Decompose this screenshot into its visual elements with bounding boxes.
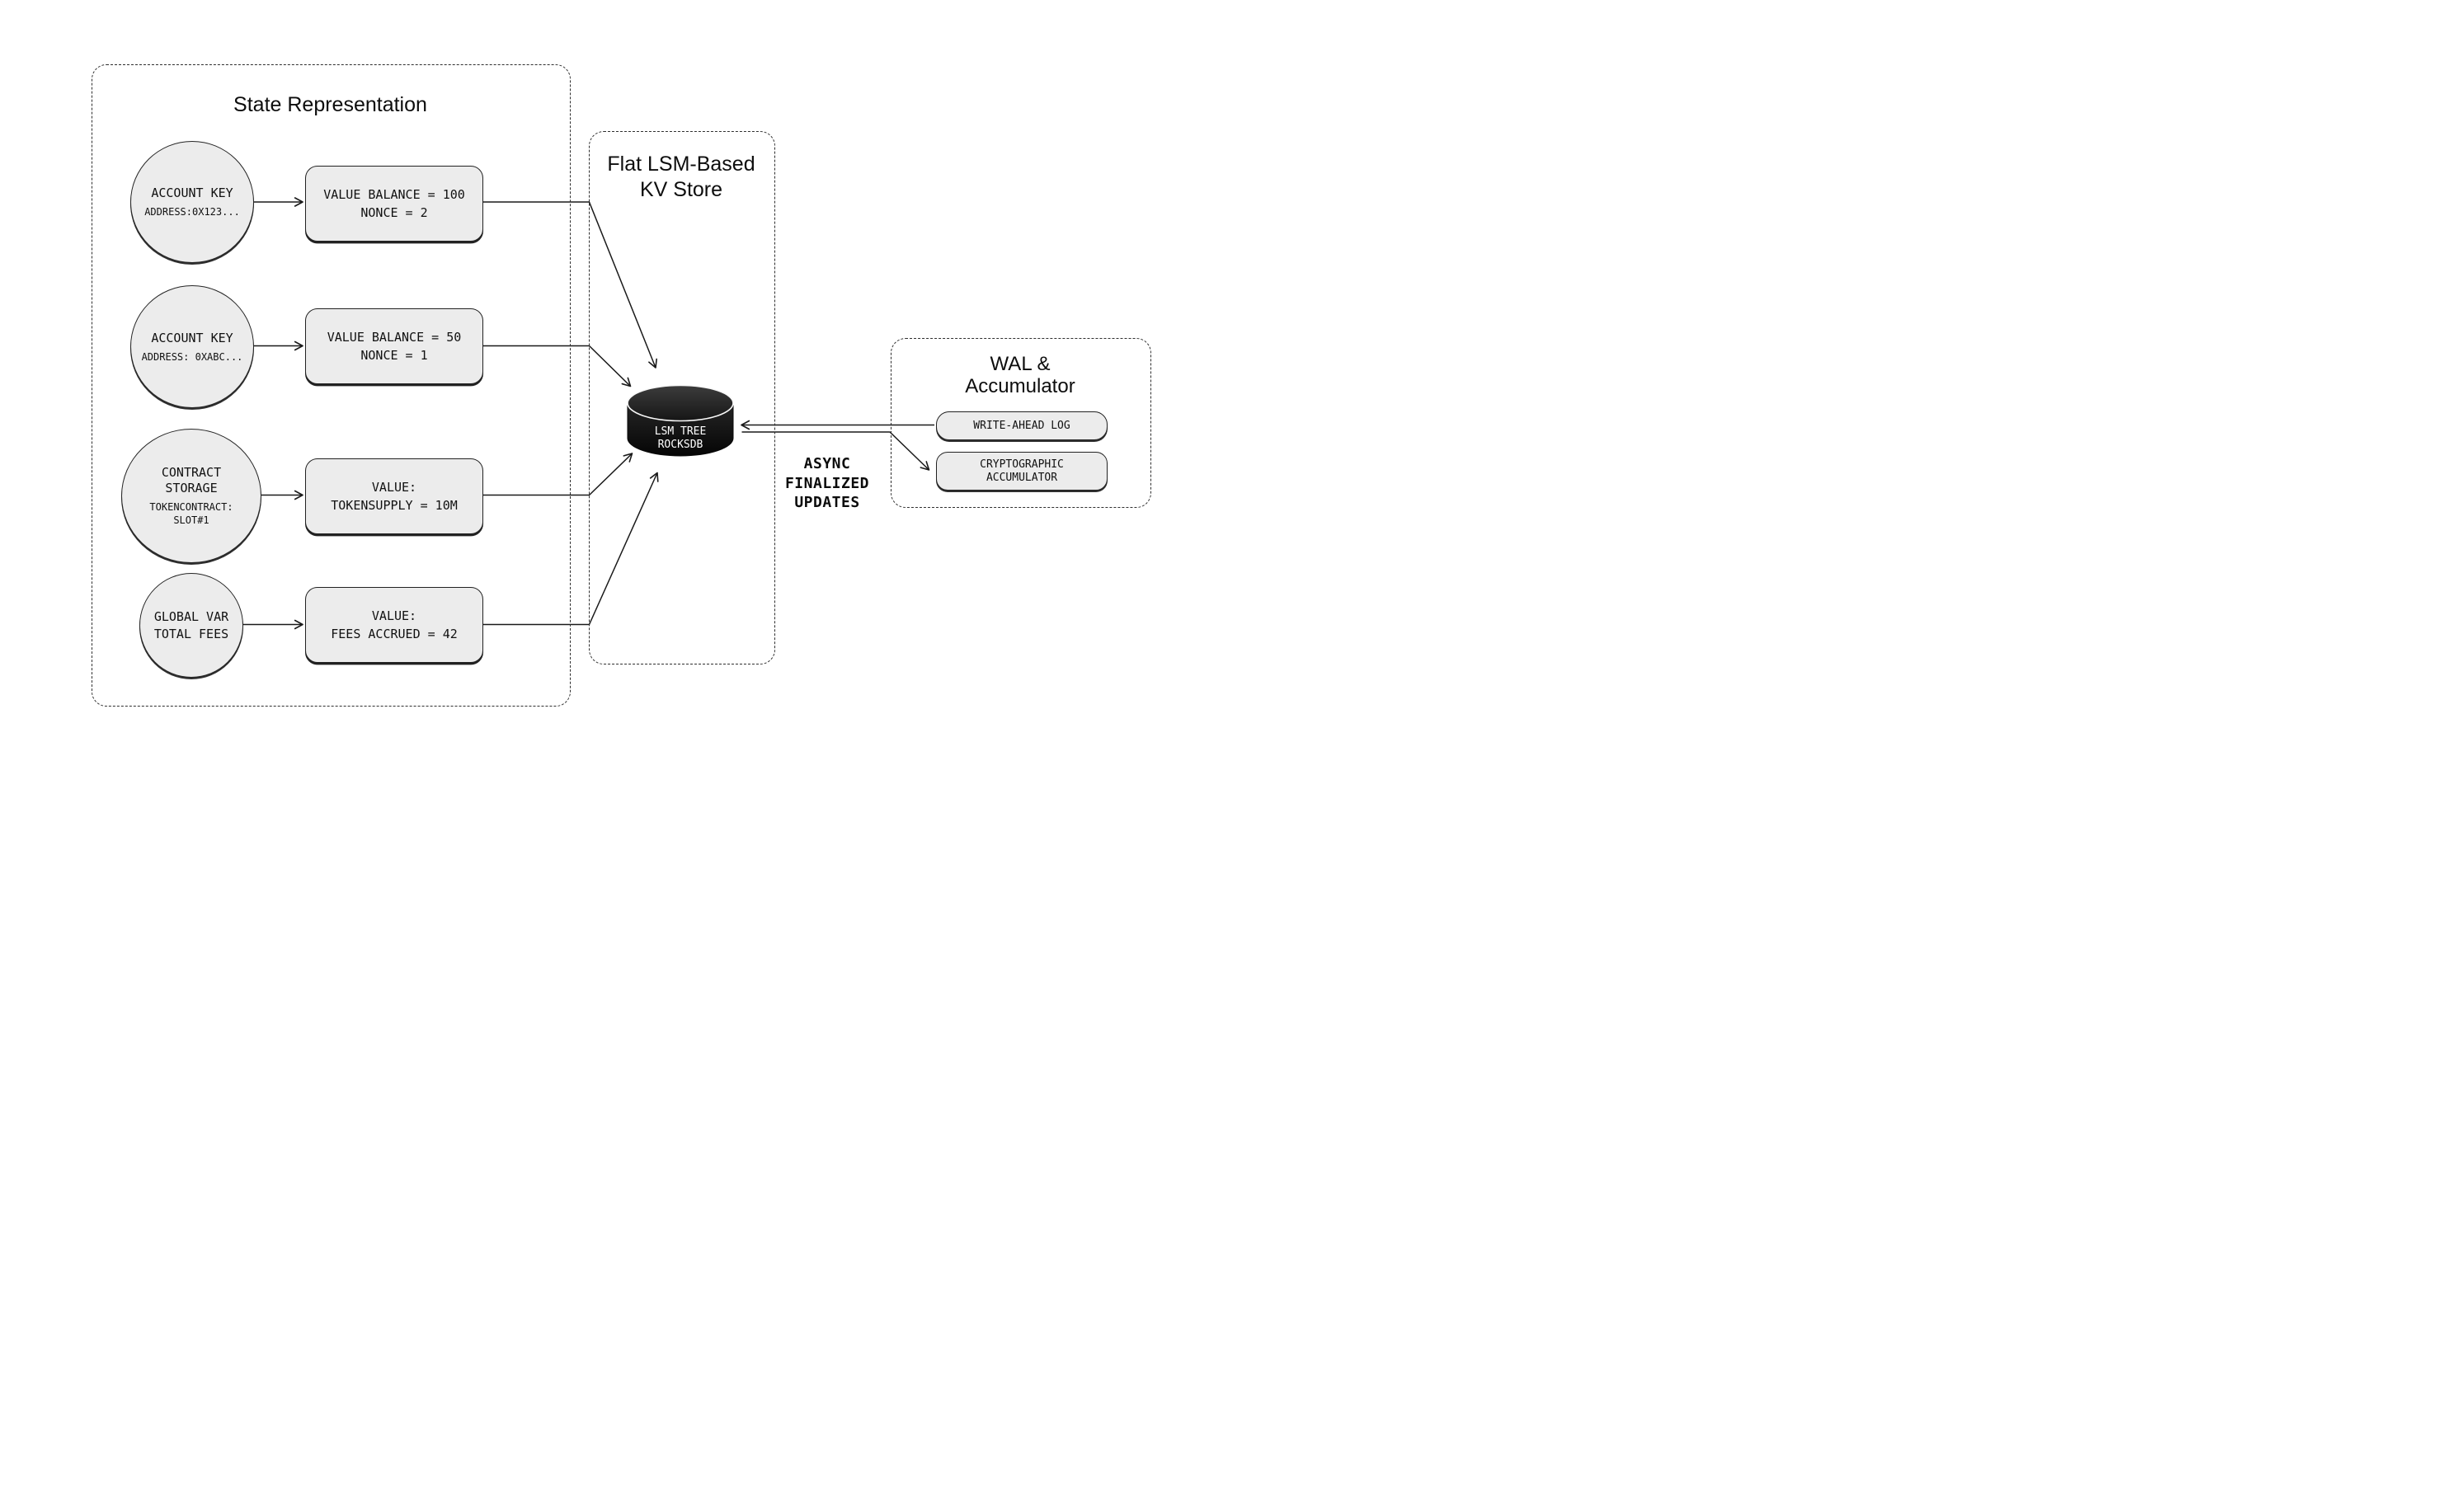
state-key-circle-account1: ACCOUNT KEY ADDRESS:0X123... xyxy=(130,141,254,263)
connector-layer xyxy=(242,197,934,630)
accumulator-line: ACCUMULATOR xyxy=(986,471,1058,484)
flow-label-line: ASYNC xyxy=(803,455,851,472)
value-line: VALUE: xyxy=(371,480,417,495)
wal-box-label: WRITE-AHEAD LOG xyxy=(973,419,1070,432)
kv-store-panel xyxy=(589,131,775,664)
async-finalized-updates-label: ASYNC FINALIZED UPDATES xyxy=(734,454,920,513)
circle-label: ACCOUNT KEY xyxy=(151,330,233,345)
kv-title-line: Flat LSM-Based xyxy=(607,153,755,176)
flow-label-line: UPDATES xyxy=(794,494,860,511)
circle-sublabel: ADDRESS:0X123... xyxy=(144,206,240,218)
circle-label: CONTRACT xyxy=(161,465,222,480)
wal-accumulator-panel xyxy=(891,338,1151,508)
cryptographic-accumulator-box: CRYPTOGRAPHIC ACCUMULATOR xyxy=(936,452,1108,491)
value-box-contract: VALUE: TOKENSUPPLY = 10M xyxy=(305,458,483,534)
value-line: FEES ACCRUED = 42 xyxy=(331,627,458,641)
value-line: VALUE: xyxy=(371,608,417,623)
circle-label: GLOBAL VAR xyxy=(153,608,229,624)
circle-label: ACCOUNT KEY xyxy=(151,185,233,200)
accumulator-line: CRYPTOGRAPHIC xyxy=(980,458,1064,471)
value-line: VALUE BALANCE = 50 xyxy=(327,330,462,345)
lsm-cylinder xyxy=(627,384,734,457)
state-panel-title: State Representation xyxy=(233,93,427,116)
value-box-account1: VALUE BALANCE = 100 NONCE = 2 xyxy=(305,166,483,242)
value-box-account2: VALUE BALANCE = 50 NONCE = 1 xyxy=(305,308,483,384)
state-key-circle-contract: CONTRACT STORAGE TOKENCONTRACT: SLOT#1 xyxy=(121,429,261,563)
write-ahead-log-box: WRITE-AHEAD LOG xyxy=(936,411,1108,440)
arrow-lsm-to-accumulator xyxy=(741,431,930,471)
state-key-circle-account2: ACCOUNT KEY ADDRESS: 0XABC... xyxy=(130,285,254,408)
state-key-circle-globalvar: GLOBAL VAR TOTAL FEES xyxy=(139,573,243,678)
wal-title-line: WAL & xyxy=(990,353,1051,375)
kv-title-line: KV Store xyxy=(639,178,723,201)
circle-sublabel: ADDRESS: 0XABC... xyxy=(141,350,243,363)
state-representation-panel xyxy=(92,64,571,707)
cylinder-line: LSM TREE xyxy=(654,425,707,438)
value-line: VALUE BALANCE = 100 xyxy=(323,187,465,202)
value-line: NONCE = 2 xyxy=(360,205,428,220)
lsm-cylinder-label: LSM TREE ROCKSDB xyxy=(627,425,734,452)
circle-label: TOTAL FEES xyxy=(153,626,229,641)
value-line: TOKENSUPPLY = 10M xyxy=(331,498,458,513)
diagram-canvas: State Representation ACCOUNT KEY ADDRESS… xyxy=(0,0,1226,756)
wal-title-line: Accumulator xyxy=(965,375,1075,397)
circle-sublabel: TOKENCONTRACT: xyxy=(149,501,233,513)
circle-label: STORAGE xyxy=(165,481,218,495)
flow-label-line: FINALIZED xyxy=(784,474,870,492)
wal-panel-title: WAL & Accumulator xyxy=(891,353,1150,397)
value-box-globalvar: VALUE: FEES ACCRUED = 42 xyxy=(305,587,483,663)
circle-sublabel: SLOT#1 xyxy=(173,514,209,526)
cylinder-line: ROCKSDB xyxy=(657,439,703,451)
kv-panel-title: Flat LSM-Based KV Store xyxy=(589,152,774,203)
value-line: NONCE = 1 xyxy=(360,348,428,363)
